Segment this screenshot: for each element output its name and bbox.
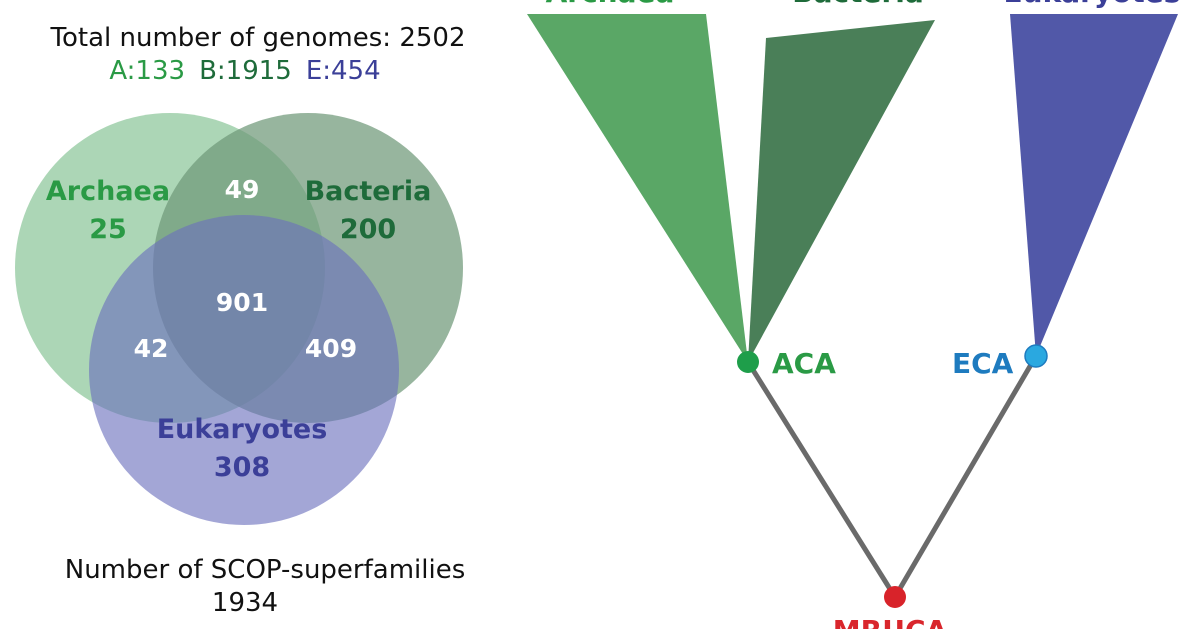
eca-label: ECA — [952, 347, 1014, 380]
eukaryotes-clade-wedge — [1010, 14, 1178, 356]
scop-superfamilies-label: Number of SCOP-superfamilies — [65, 555, 466, 585]
archaea-only-count: 25 — [89, 214, 127, 245]
aca-label: ACA — [772, 347, 836, 380]
tree-bacteria-label: Bacteria — [792, 0, 924, 9]
eukaryotes-circle — [89, 215, 399, 525]
bacteria-eukaryotes-overlap: 409 — [305, 334, 357, 363]
mruca-node — [884, 586, 906, 608]
mruca-label: MRUCA — [833, 614, 948, 629]
bacteria-only-count: 200 — [340, 214, 396, 245]
eca-node — [1024, 344, 1048, 368]
archaea-eukaryotes-overlap: 42 — [134, 334, 169, 363]
all-three-overlap: 901 — [216, 288, 268, 317]
tree-archaea-label: Archaea — [546, 0, 675, 9]
venn-diagram: Archaea 25 Bacteria 200 Eukaryotes 308 4… — [15, 113, 463, 525]
archaea-genome-count: A:133 — [109, 56, 185, 86]
branch-eca-mruca — [892, 354, 1039, 599]
eukaryotes-label: Eukaryotes — [157, 414, 328, 445]
eukaryotes-only-count: 308 — [214, 452, 270, 483]
bacteria-label: Bacteria — [305, 176, 432, 207]
bacteria-clade-wedge — [748, 20, 935, 362]
phylogenetic-tree: Archaea Bacteria Eukaryotes ACA ECA MRUC… — [527, 0, 1180, 629]
aca-node — [737, 351, 759, 373]
archaea-bacteria-overlap: 49 — [225, 175, 260, 204]
scop-superfamilies-count: 1934 — [212, 588, 278, 618]
tree-eukaryotes-label: Eukaryotes — [1004, 0, 1181, 9]
branch-aca-mruca — [745, 360, 898, 599]
archaea-label: Archaea — [46, 176, 170, 207]
bacteria-genome-count: B:1915 — [199, 56, 292, 86]
archaea-clade-wedge — [527, 14, 748, 362]
genome-breakdown: A:133 B:1915 E:454 — [109, 56, 380, 86]
total-genomes-text: Total number of genomes: 2502 — [50, 23, 466, 53]
eukaryotes-genome-count: E:454 — [306, 56, 381, 86]
